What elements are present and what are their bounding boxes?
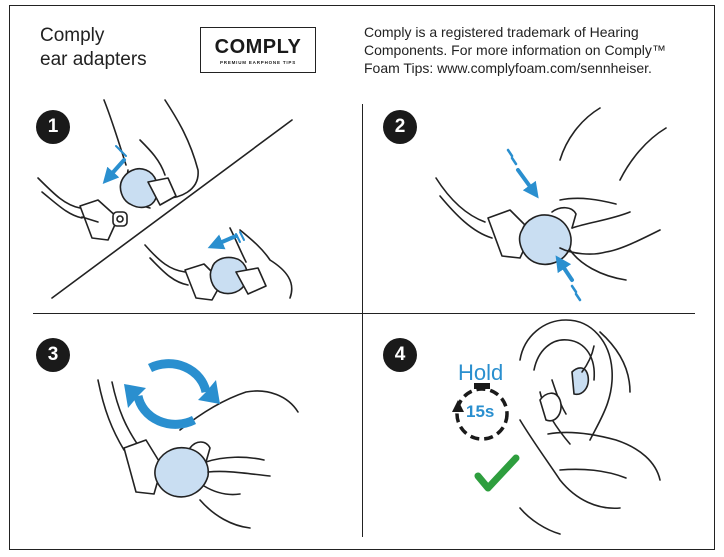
step-2-badge: 2: [383, 110, 417, 144]
step-1-badge: 1: [36, 110, 70, 144]
foam-tip: [154, 446, 210, 498]
step-2-illustration: [435, 107, 667, 281]
instruction-frame: [9, 5, 715, 550]
hold-label: Hold: [458, 360, 504, 385]
title-line-1: Comply: [40, 25, 105, 46]
comply-logo: COMPLY PREMIUM EARPHONE TIPS: [200, 27, 316, 73]
step-4-illustration: [519, 319, 661, 535]
step-2-arrows: [506, 148, 582, 302]
ear-outline: [519, 319, 613, 441]
step-1-arrows: [102, 145, 245, 250]
trademark-line-1: Comply is a registered trademark of Hear…: [364, 24, 639, 40]
page-title: Comply ear adapters: [40, 24, 147, 72]
logo-tagline: PREMIUM EARPHONE TIPS: [219, 60, 297, 65]
step-4-badge: 4: [383, 338, 417, 372]
step-3-illustration: [97, 379, 299, 529]
step-1-illustration: [37, 99, 293, 301]
foam-tip: [518, 214, 572, 266]
checkmark-icon: [474, 454, 520, 492]
trademark-line-3: Foam Tips: www.complyfoam.com/sennheiser…: [364, 60, 652, 76]
horizontal-divider: [33, 313, 695, 314]
step-1-diagonal-divider: [51, 119, 293, 299]
logo-wordmark: COMPLY: [214, 36, 302, 58]
vertical-divider: [362, 104, 363, 537]
earphone-cable: [37, 177, 81, 209]
hand-outline: [103, 99, 127, 166]
timer-label: 15s: [466, 402, 495, 421]
trademark-line-2: Components. For more information on Comp…: [364, 42, 666, 58]
step-3-badge: 3: [36, 338, 70, 372]
rotate-arrows-icon: [124, 359, 220, 429]
title-line-2: ear adapters: [40, 49, 147, 70]
timer-icon: [452, 383, 509, 441]
trademark-note: Comply is a registered trademark of Hear…: [364, 23, 704, 77]
